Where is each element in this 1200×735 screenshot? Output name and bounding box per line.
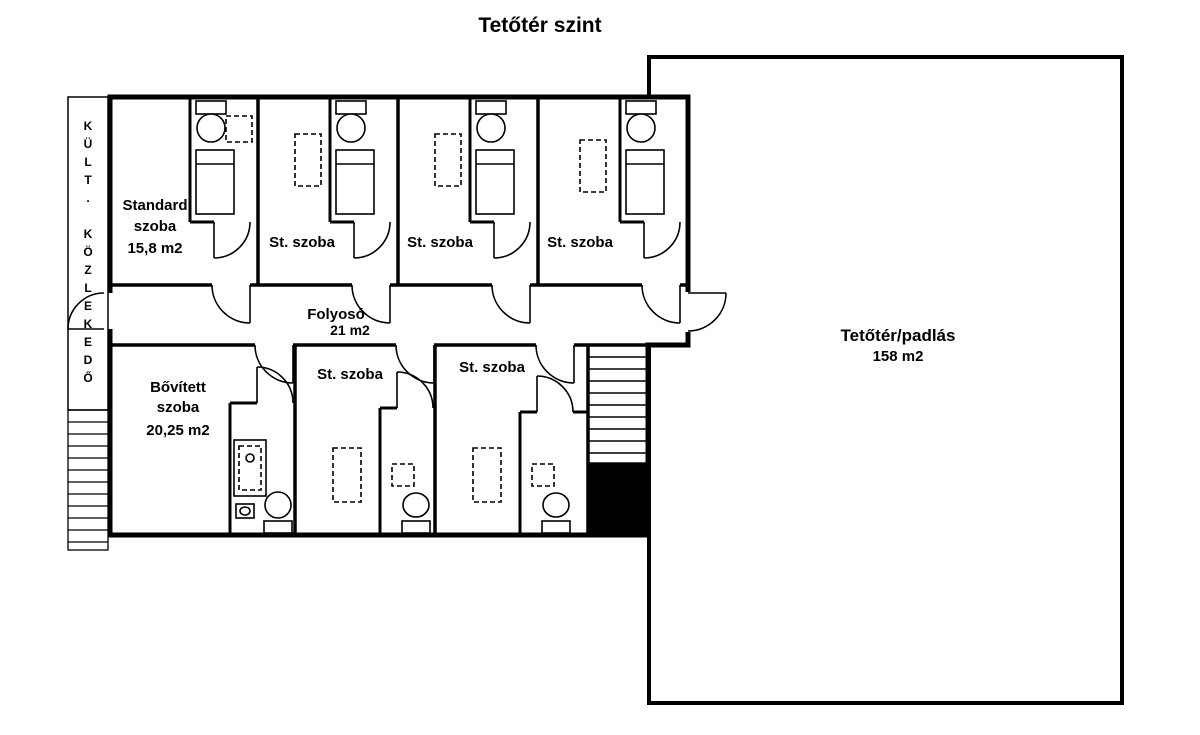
toilet-icon xyxy=(476,113,506,143)
stairs-middle-steps xyxy=(588,356,648,454)
room-label-corridor: Folyosó xyxy=(307,306,365,323)
shower-tray xyxy=(238,445,262,491)
toilet-icon xyxy=(626,113,656,143)
door-arc xyxy=(351,284,391,324)
dashed-bed xyxy=(332,447,362,503)
door-arc xyxy=(687,292,727,332)
stairs-left-steps xyxy=(68,421,108,543)
sink-basin xyxy=(239,506,251,516)
partition-bovitett-bath xyxy=(228,401,257,535)
room-label-st-bottom-1: St. szoba xyxy=(317,366,384,383)
bottom-room-fixtures xyxy=(233,439,571,534)
bottom-bathroom-partitions xyxy=(228,401,588,535)
door-arc xyxy=(395,344,435,384)
room-area-standard: 15,8 m2 xyxy=(127,240,182,257)
toilet-icon xyxy=(542,492,570,518)
toilet-icon xyxy=(541,520,571,534)
partition-room4 xyxy=(618,97,644,224)
corridor-east-door-gap xyxy=(684,292,694,332)
door-arc xyxy=(211,284,251,324)
outdoor-walkway-label: KÜLT. KÖZLEKEDŐ xyxy=(81,118,95,389)
labels: Tetőtér szint Tetőtér/padlás 158 m2 Foly… xyxy=(122,14,955,439)
top-room-partitions xyxy=(188,97,644,224)
room-label-st-bottom-2: St. szoba xyxy=(459,359,526,376)
toilet-icon xyxy=(625,100,657,115)
attic-walls xyxy=(647,55,1124,705)
bed xyxy=(335,149,375,215)
bed xyxy=(195,149,235,215)
stairs-left-border xyxy=(67,409,109,551)
door-arcs xyxy=(67,221,727,413)
room-label-bovitett: szoba xyxy=(157,399,200,416)
partition-room2 xyxy=(328,97,354,224)
room-label-standard: szoba xyxy=(134,218,177,235)
outdoor-walkway xyxy=(67,96,109,551)
door-arc xyxy=(67,292,105,330)
toilet-icon xyxy=(196,113,226,143)
partition-st-bottom-1-bath xyxy=(378,406,397,535)
door-arc xyxy=(493,221,531,259)
stairs-left xyxy=(67,409,109,551)
bed xyxy=(475,149,515,215)
attic-room xyxy=(647,55,1124,705)
toilet-icon xyxy=(475,100,507,115)
dashed-fixture xyxy=(391,463,415,487)
toilet-icon xyxy=(263,520,293,534)
shower-drain xyxy=(245,453,255,463)
room-label-attic: Tetőtér/padlás xyxy=(841,326,956,345)
door-arc xyxy=(643,221,681,259)
room-label-st-top-1: St. szoba xyxy=(269,234,336,251)
toilet-icon xyxy=(336,113,366,143)
room-label-st-top-3: St. szoba xyxy=(547,234,614,251)
top-room-fixtures xyxy=(195,100,665,215)
dashed-fixture xyxy=(225,115,253,143)
corridor-west-door-gap xyxy=(106,293,115,329)
toilet-icon xyxy=(402,492,430,518)
toilet-icon xyxy=(264,491,292,519)
door-arc xyxy=(213,221,251,259)
room-area-bovitett: 20,25 m2 xyxy=(146,422,209,439)
door-arc xyxy=(396,371,434,409)
bed xyxy=(625,149,665,215)
toilet-icon xyxy=(335,100,367,115)
dashed-bed xyxy=(434,133,462,187)
door-arc xyxy=(641,284,681,324)
partition-room1 xyxy=(188,97,214,224)
door-arc xyxy=(491,284,531,324)
dashed-fixture xyxy=(531,463,555,487)
room-area-attic: 158 m2 xyxy=(873,348,924,365)
toilet-icon xyxy=(195,100,227,115)
door-arc xyxy=(536,375,574,413)
walkway-outline xyxy=(67,96,109,411)
void-area xyxy=(588,463,648,535)
room-label-bovitett: Bővített xyxy=(150,379,206,396)
door-arc xyxy=(256,366,294,404)
partition-st-bottom-2-bath xyxy=(518,410,588,535)
door-arc xyxy=(535,344,575,384)
dashed-bed xyxy=(579,139,607,193)
partition-room3 xyxy=(468,97,494,224)
dashed-bed xyxy=(472,447,502,503)
toilet-icon xyxy=(401,520,431,534)
room-label-st-top-2: St. szoba xyxy=(407,234,474,251)
page-title: Tetőtér szint xyxy=(478,14,601,37)
room-area-corridor: 21 m2 xyxy=(330,322,370,338)
dashed-bed xyxy=(294,133,322,187)
room-label-standard: Standard xyxy=(122,197,187,214)
door-arc xyxy=(353,221,391,259)
